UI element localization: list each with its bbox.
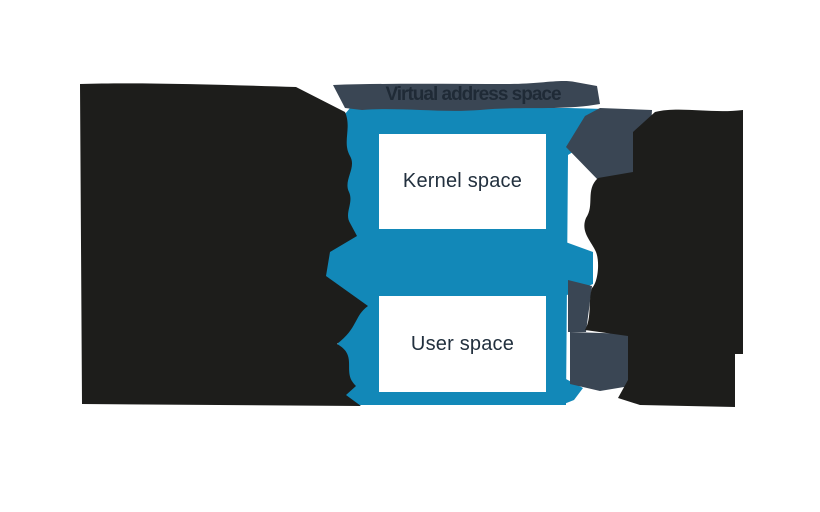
left-ink-blob	[80, 83, 368, 406]
title-bar	[333, 81, 600, 111]
kernel-space-box: Kernel space	[379, 134, 546, 229]
right-slate-strip	[568, 280, 592, 332]
kernel-space-label: Kernel space	[402, 170, 523, 192]
user-space-box: User space	[379, 296, 546, 392]
column-bottom-bump	[564, 378, 583, 404]
title-text: Virtual address space	[385, 84, 561, 105]
user-space-label: User space	[410, 332, 515, 355]
right-slate-block	[570, 332, 633, 391]
right-slate-wedge	[566, 108, 652, 182]
right-ink-blob	[584, 109, 743, 408]
